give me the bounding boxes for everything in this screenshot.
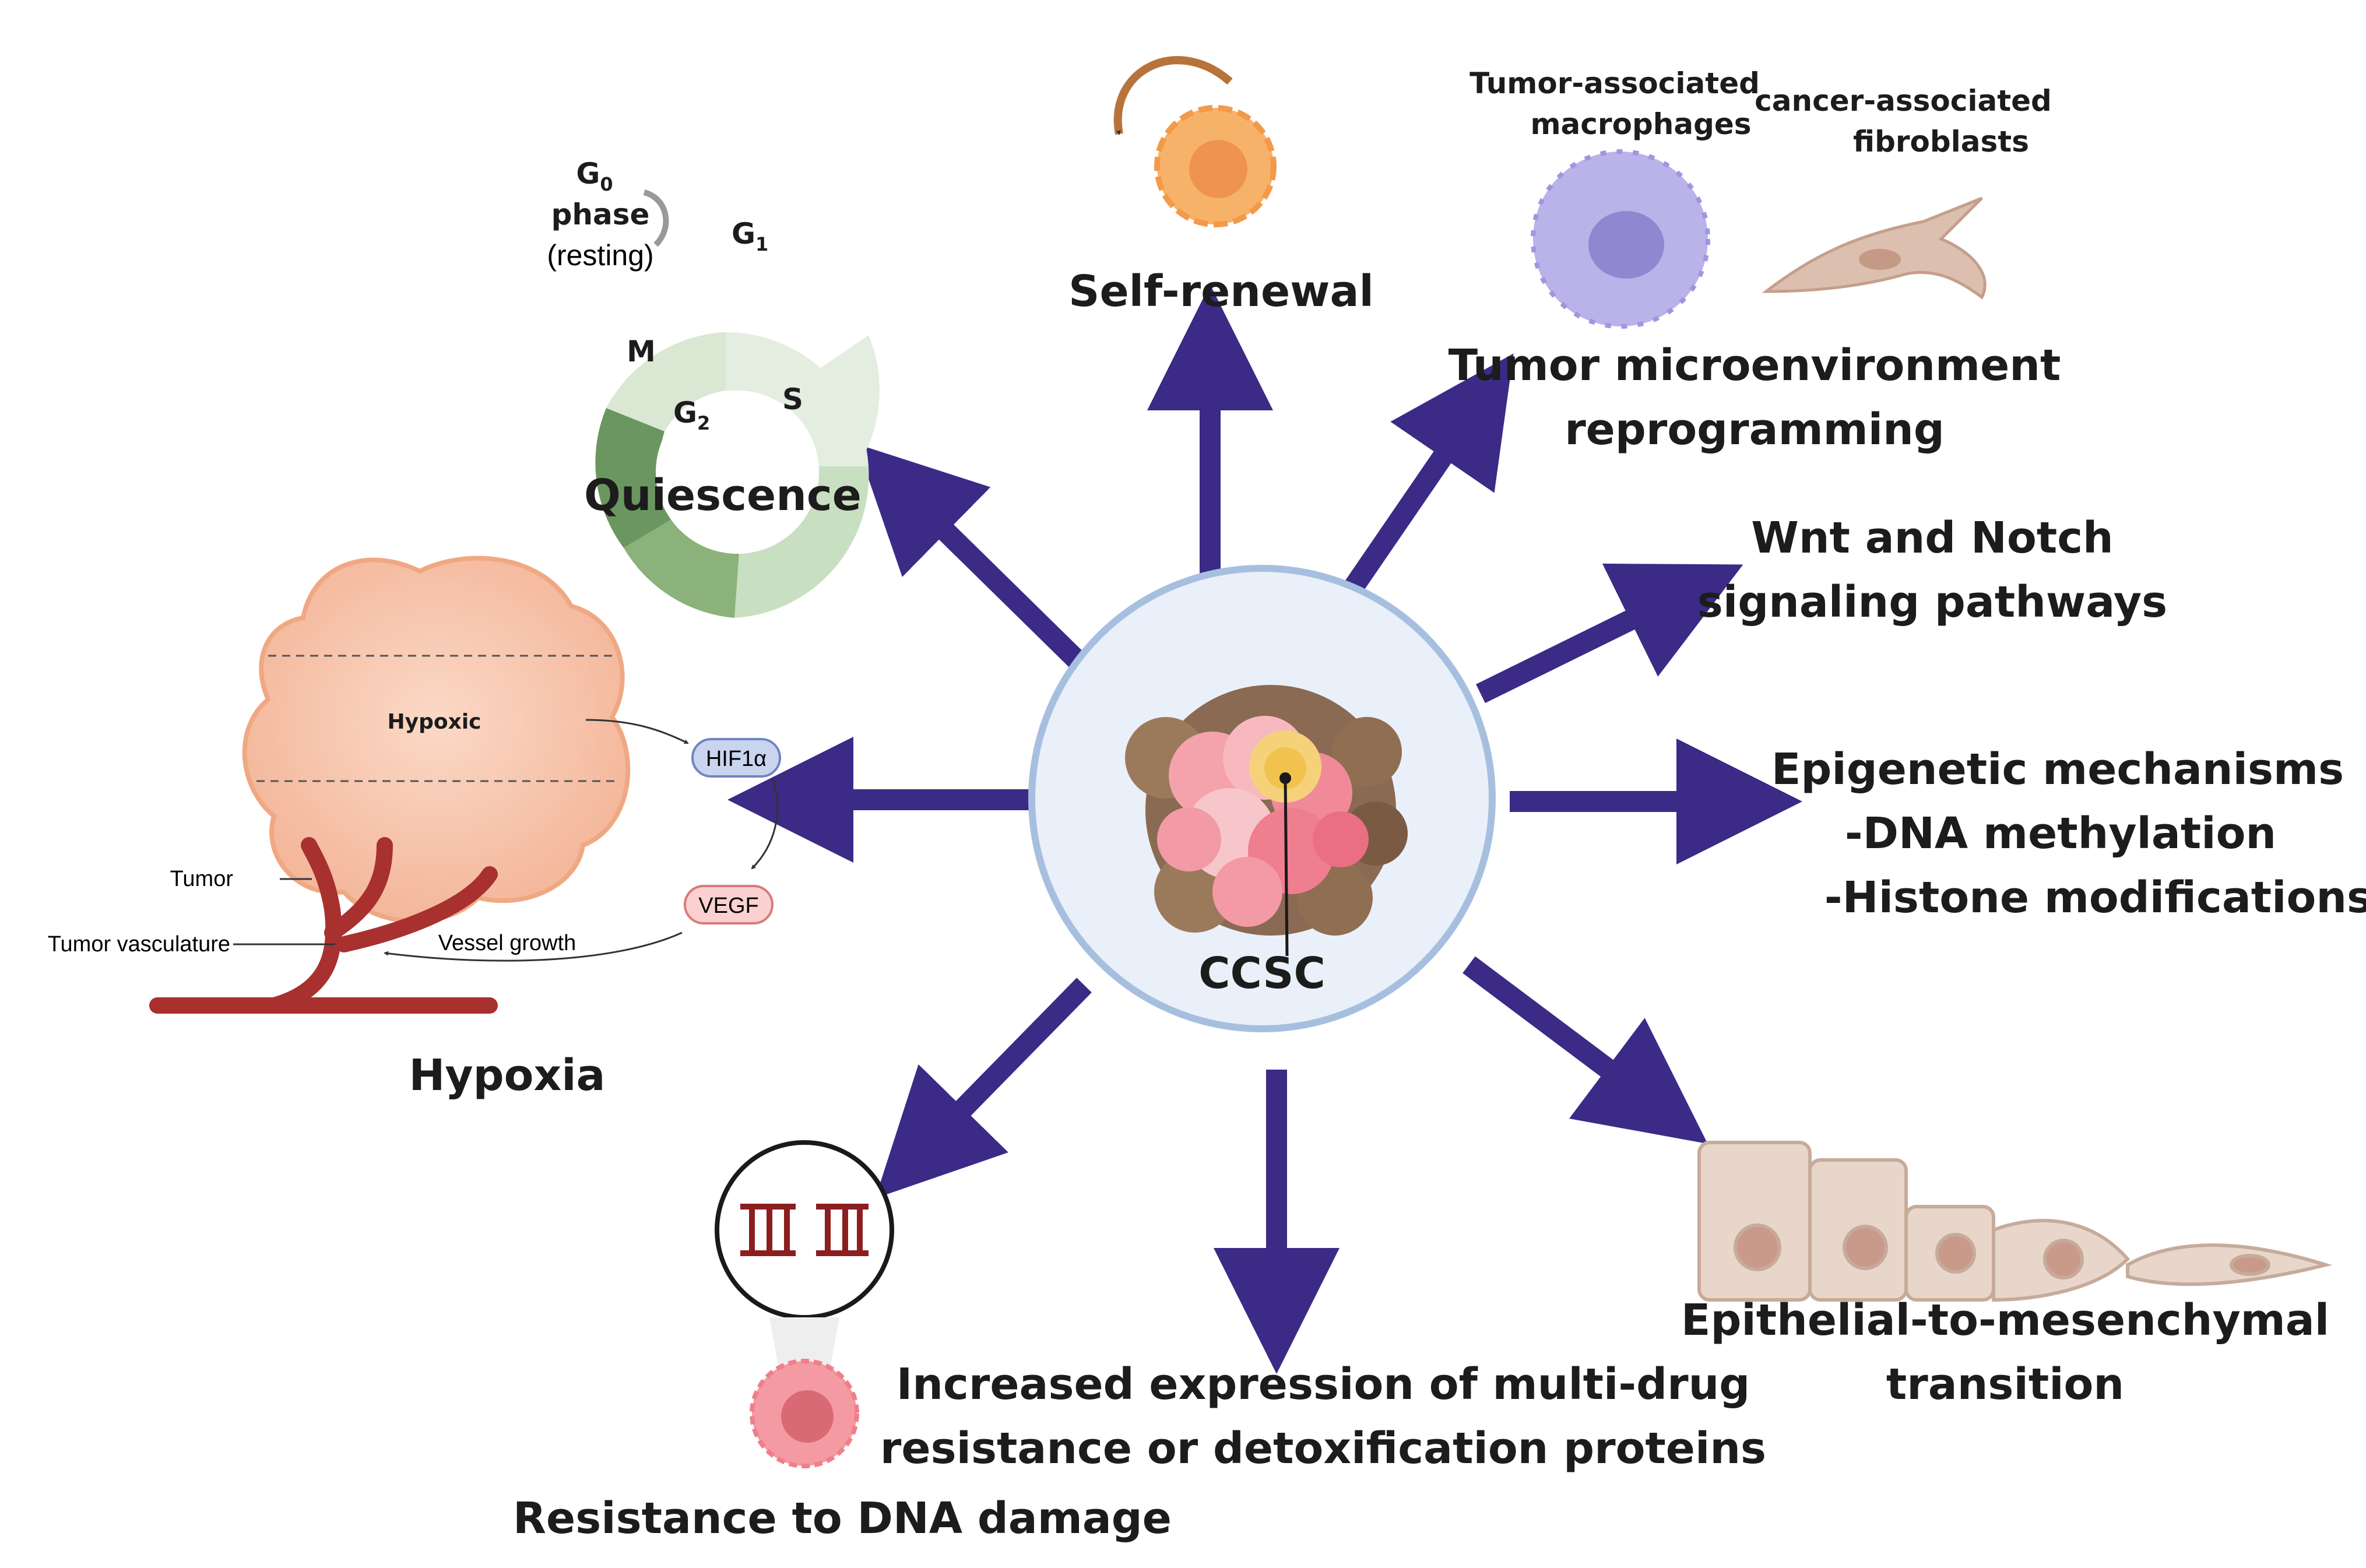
tme-label-line2: reprogramming: [1565, 405, 1945, 455]
tumor-label: Tumor: [170, 867, 234, 891]
tme-node: Tumor-associated macrophages cancer-asso…: [1449, 66, 2061, 455]
hypoxia-node: Hypoxic Tumor Tumor vasculature HIF1α VE…: [48, 556, 781, 1101]
dna-node: Resistance to DNA damage: [513, 1140, 1172, 1544]
tam-label-line1: Tumor-associated: [1469, 66, 1760, 100]
g0-label: G0: [576, 157, 613, 195]
quiescence-node: G0 phase (resting) G1 S G2 M Quiescence: [547, 157, 880, 618]
g2-label: G2: [673, 396, 710, 434]
g0-resting-label: (resting): [547, 239, 653, 272]
tme-label-line1: Tumor microenvironment: [1449, 340, 2061, 391]
quiescence-label: Quiescence: [584, 470, 862, 521]
hif1a-badge: [691, 738, 781, 778]
self-renewal-label: Self-renewal: [1068, 266, 1374, 317]
emt-label-line2: transition: [1886, 1359, 2124, 1409]
arrow-dna: [875, 978, 1092, 1198]
emt-node: Epithelial-to-mesenchymal transition: [1681, 1141, 2333, 1409]
wnt-label-line1: Wnt and Notch: [1751, 513, 2113, 563]
cell-cluster-icon: [1125, 685, 1408, 957]
mdr-node: Increased expression of multi-drug resis…: [880, 1359, 1766, 1474]
arrow-wnt: [1476, 563, 1743, 704]
wnt-label-line2: signaling pathways: [1697, 577, 2167, 627]
ccsc-node: CCSC: [1028, 565, 1496, 1032]
g1-label: G1: [732, 217, 768, 255]
epigenetic-node: Epigenetic mechanisms -DNA methylation -…: [1771, 744, 2366, 923]
hif1a-label: HIF1α: [706, 747, 767, 771]
arrow-tme: [1344, 353, 1514, 595]
tumor-mass-icon: [242, 556, 631, 924]
vessel-icon: [149, 837, 498, 1014]
caf-label-line2: fibroblasts: [1853, 125, 2029, 159]
vegf-badge: [684, 885, 774, 924]
arrow-emt: [1463, 956, 1708, 1144]
caf-label-line1: cancer-associated: [1755, 84, 2052, 118]
arrow-quiescence: [856, 444, 1089, 672]
vegf-label: VEGF: [698, 894, 758, 918]
self-renewal-node: Self-renewal: [1068, 56, 1374, 317]
hypoxia-label: Hypoxia: [409, 1050, 605, 1101]
tam-label-line2: macrophages: [1530, 107, 1751, 141]
epigenetic-label-line2: -DNA methylation: [1845, 808, 2276, 859]
mdr-label-line2: resistance or detoxification proteins: [880, 1423, 1766, 1474]
vessel-growth-label: Vessel growth: [438, 931, 576, 955]
dna-break-icon: [740, 1204, 869, 1256]
s-label: S: [782, 382, 803, 416]
emt-label-line1: Epithelial-to-mesenchymal: [1681, 1295, 2329, 1345]
macrophage-icon: [1531, 149, 1710, 329]
dna-zoom-circle: [715, 1140, 894, 1320]
hypoxic-label: Hypoxic: [388, 710, 481, 734]
fibroblast-icon: [1762, 196, 1987, 300]
tumor-vasculature-label: Tumor vasculature: [48, 932, 230, 957]
dna-label: Resistance to DNA damage: [513, 1493, 1172, 1544]
renewal-cycle-arrow: [1114, 56, 1233, 135]
m-label: M: [627, 335, 656, 368]
epigenetic-label-line3: -Histone modifications: [1824, 873, 2366, 923]
cell-cycle-icon: [595, 332, 880, 618]
center-label: CCSC: [1198, 948, 1326, 999]
mdr-label-line1: Increased expression of multi-drug: [897, 1359, 1750, 1409]
emt-cells-icon: [1697, 1141, 2333, 1302]
wnt-node: Wnt and Notch signaling pathways: [1697, 513, 2167, 627]
epigenetic-label-line1: Epigenetic mechanisms: [1771, 744, 2344, 794]
g0-phase-label: phase: [551, 198, 650, 231]
arrows: [727, 284, 1802, 1374]
